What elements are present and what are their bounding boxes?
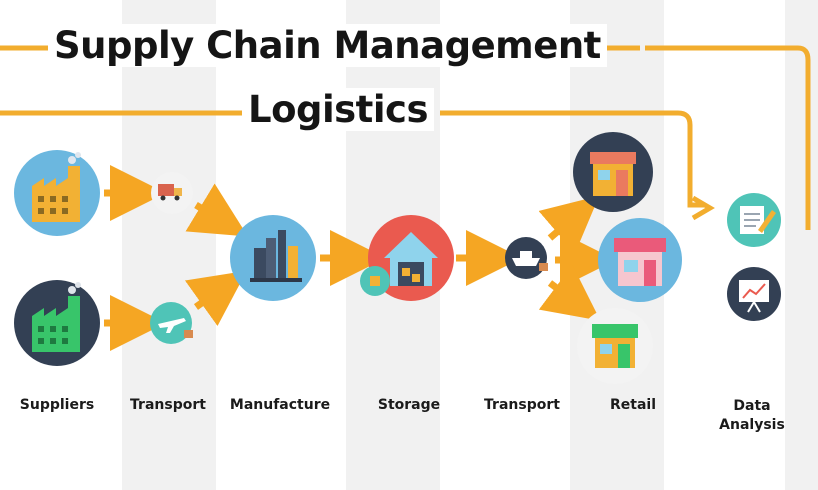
logistics-end-arrow [691,195,715,221]
report-icon [727,193,781,247]
arrow-transport-retail-top [538,195,600,254]
diagram-subtitle: Logistics [242,88,435,131]
stage-label-line: Analysis [719,417,785,433]
logistics-line-right [440,110,705,208]
stage-label-data-analysis: Data Analysis [697,397,807,435]
airplane-icon [150,302,193,344]
store-icon [577,308,653,384]
arrow-transport-retail-bottom [538,264,601,321]
store-icon [598,218,682,302]
store-icon [573,132,653,212]
top-line-right [645,45,811,230]
warehouse-icon [360,215,454,301]
column-stripe [785,0,818,490]
stage-label-retail: Retail [609,397,656,413]
green-factory-icon [14,280,100,366]
column-stripe [122,0,216,490]
stage-label-transport: Transport [130,397,206,413]
arrow-transport1-manufacture [185,183,248,237]
stage-label-manufacture: Manufacture [229,397,331,413]
stage-label-line: Data [733,398,771,414]
stage-label-transport: Transport [484,397,560,413]
presentation-chart-icon [727,267,781,321]
connector-lines [0,45,811,230]
manufacturing-plant-icon [230,215,316,301]
arrow-transport2-manufacture [184,270,247,327]
stage-label-suppliers: Suppliers [19,397,95,413]
flow-arrows [104,165,616,351]
diagram-title: Supply Chain Management [48,24,607,67]
factory-icon [14,150,100,236]
truck-icon [151,172,193,214]
ship-icon [505,237,548,279]
stage-label-storage: Storage [377,397,441,413]
